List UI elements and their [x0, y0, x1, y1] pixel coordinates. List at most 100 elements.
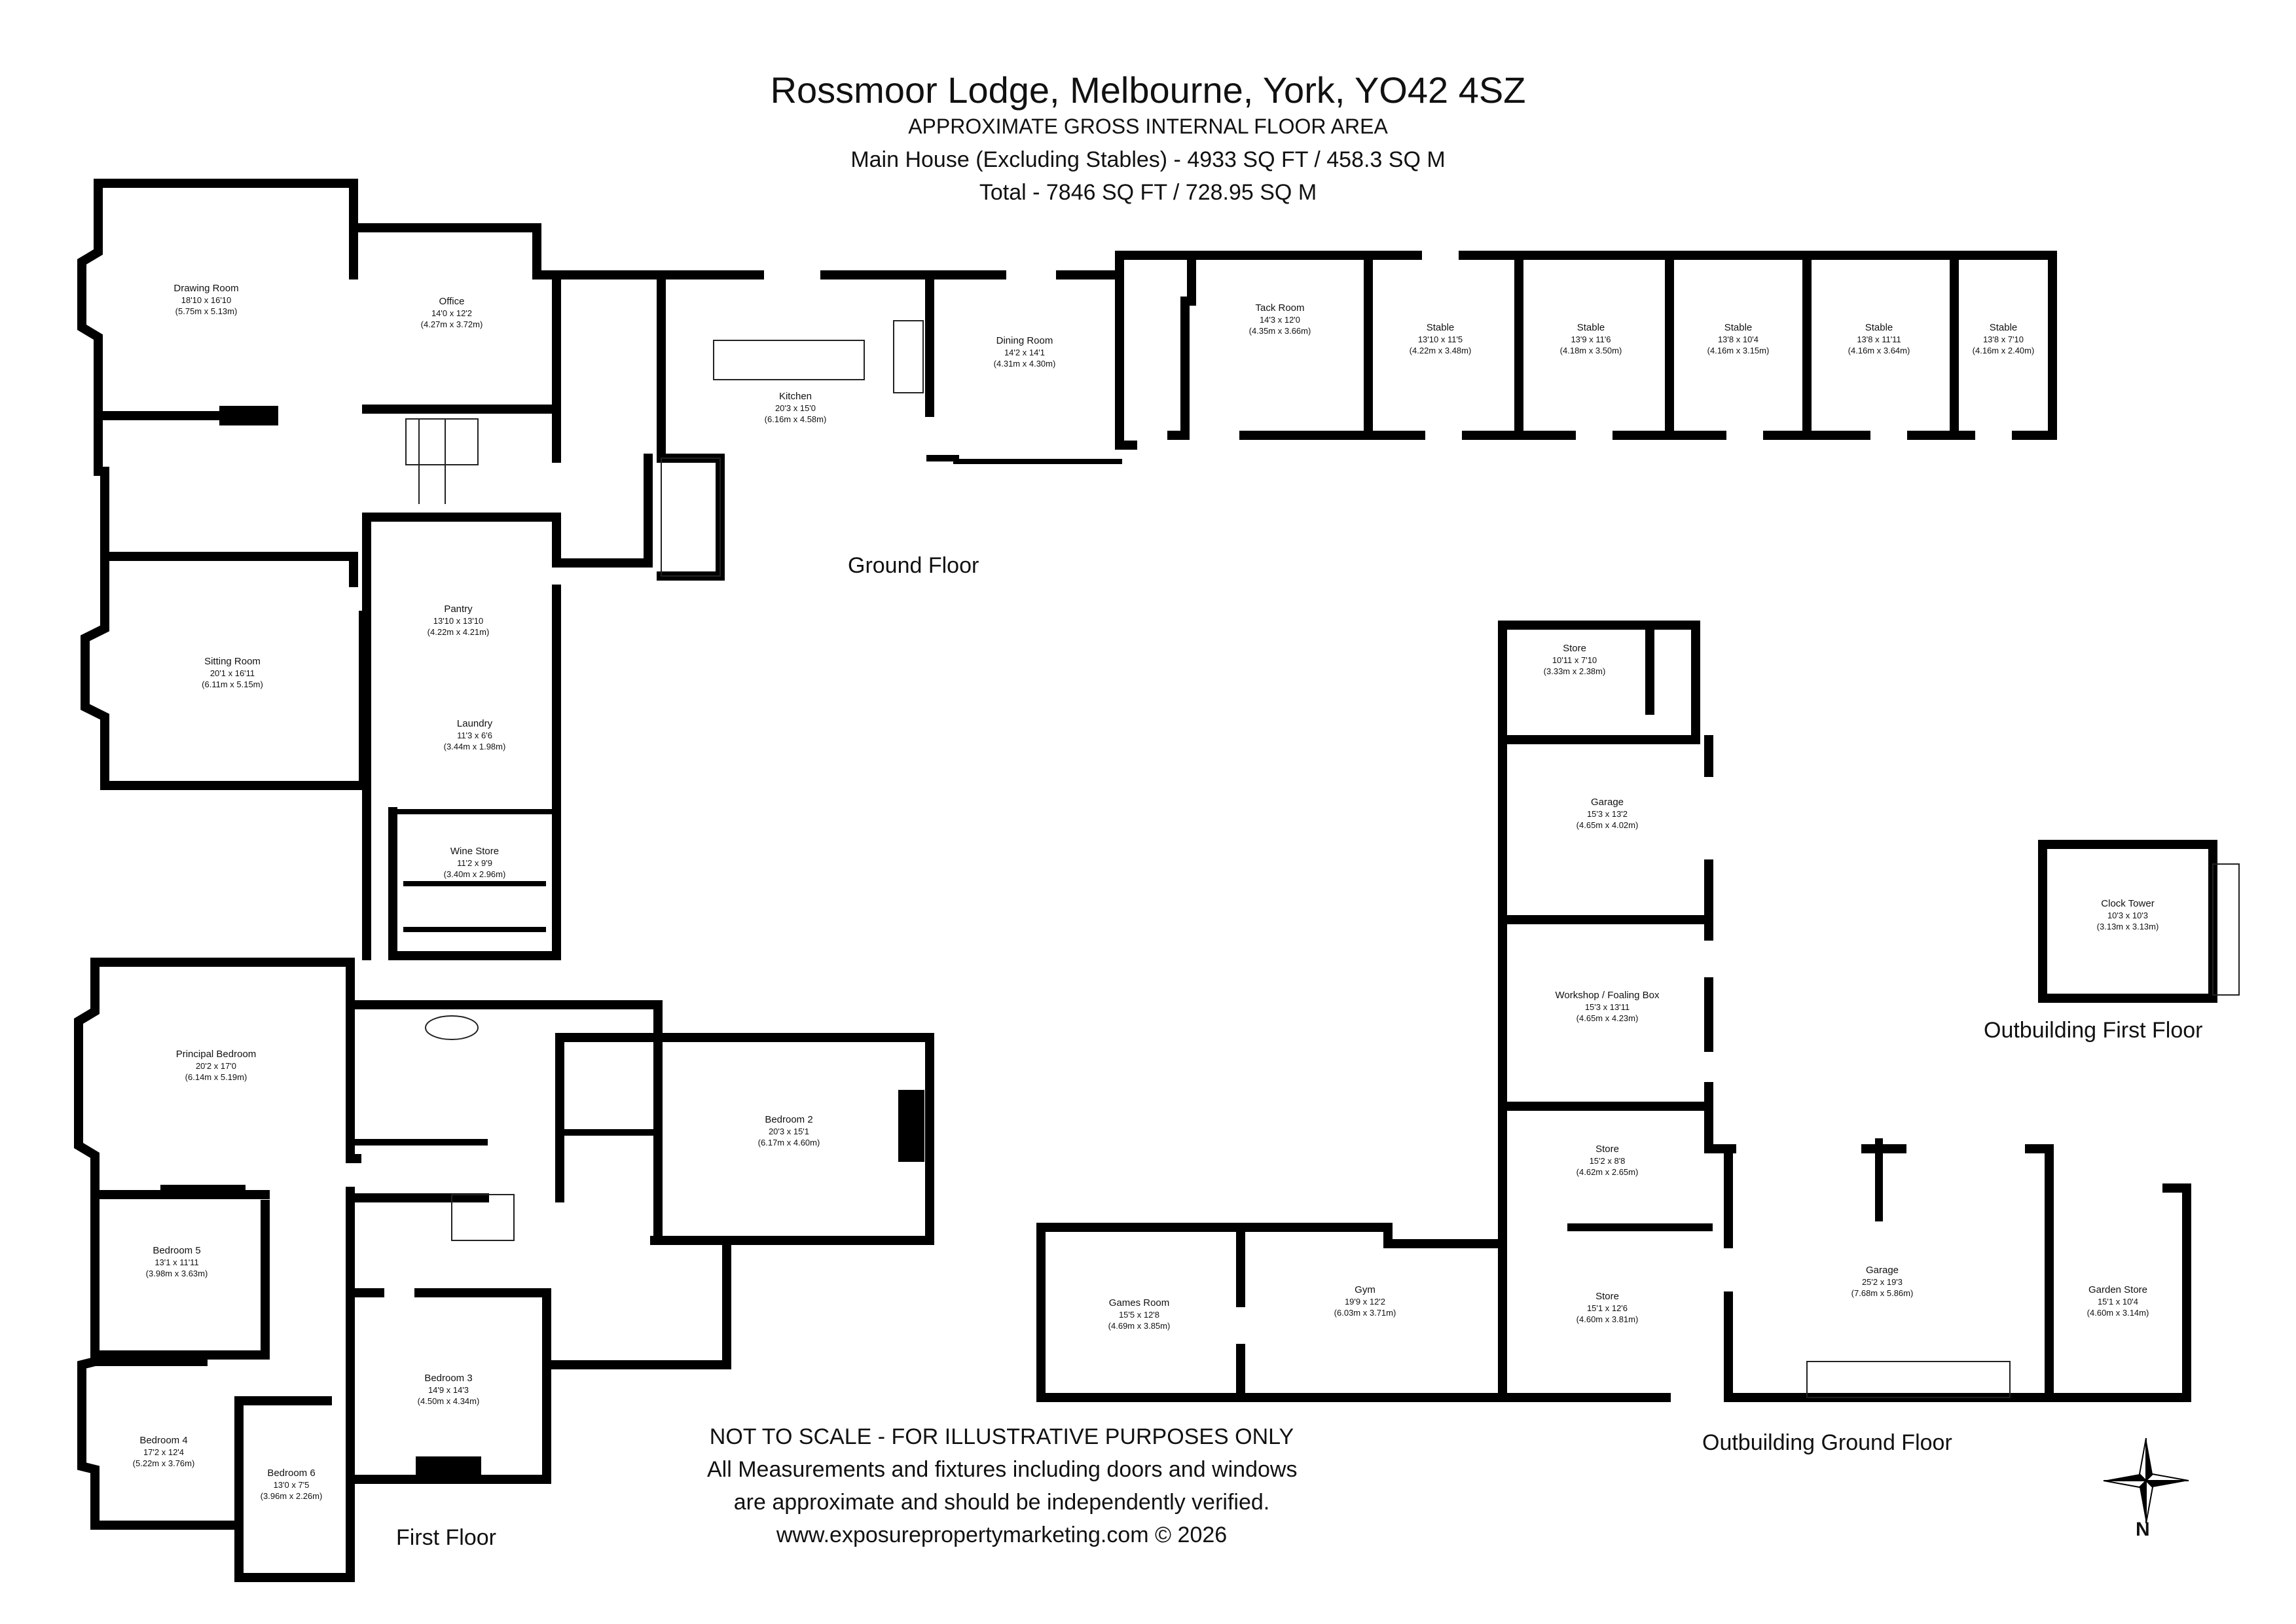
wall: [1704, 1102, 1733, 1153]
room-imperial-stable-1: 13'10 x 11'5: [1418, 334, 1463, 344]
room-imperial-store-3: 15'1 x 12'6: [1587, 1303, 1628, 1313]
room-name-stable-5: Stable: [1990, 322, 2018, 333]
disclaimer-line: All Measurements and fixtures including …: [707, 1457, 1298, 1482]
room-imperial-drawing-room: 18'10 x 16'10: [181, 295, 232, 305]
room-metric-wine-store: (3.40m x 2.96m): [444, 869, 506, 879]
room-imperial-stable-2: 13'9 x 11'6: [1571, 334, 1611, 344]
room-name-store-2: Store: [1595, 1144, 1619, 1155]
website-credit: www.exposurepropertymarketing.com © 2026: [776, 1523, 1228, 1547]
first-floor-label: First Floor: [396, 1525, 496, 1550]
disclaimer-line: NOT TO SCALE - FOR ILLUSTRATIVE PURPOSES…: [709, 1424, 1294, 1449]
chimney: [416, 1456, 481, 1483]
wall: [1498, 621, 1700, 744]
wall: [74, 958, 100, 1193]
room-metric-sitting-room: (6.11m x 5.15m): [202, 679, 263, 689]
room-name-office: Office: [439, 296, 465, 307]
bathtub: [425, 1015, 479, 1040]
room-metric-bedroom-4: (5.22m x 3.76m): [133, 1458, 195, 1468]
room-imperial-clock-tower: 10'3 x 10'3: [2107, 911, 2148, 920]
room-metric-store-2: (4.62m x 2.65m): [1576, 1167, 1639, 1177]
room-metric-pantry: (4.22m x 4.21m): [428, 627, 490, 637]
outbuilding-ground-floor-label: Outbuilding Ground Floor: [1702, 1430, 1952, 1455]
room-metric-clock-tower: (3.13m x 3.13m): [2097, 922, 2159, 931]
first-floor-stairs: [451, 1194, 515, 1241]
room-metric-stable-5: (4.16m x 2.40m): [1973, 346, 2035, 355]
room-name-bedroom-4: Bedroom 4: [139, 1435, 187, 1446]
range-cooker: [893, 320, 924, 393]
room-name-dining-room: Dining Room: [996, 335, 1053, 346]
room-name-store-3: Store: [1595, 1291, 1619, 1302]
room-metric-office: (4.27m x 3.72m): [421, 319, 483, 329]
room-name-stable-2: Stable: [1577, 322, 1605, 333]
wall: [1187, 251, 1373, 440]
room-name-stable-3: Stable: [1724, 322, 1753, 333]
room-metric-stable-1: (4.22m x 3.48m): [1410, 346, 1472, 355]
room-name-workshop: Workshop / Foaling Box: [1556, 990, 1660, 1001]
room-metric-garage-2: (7.68m x 5.86m): [1851, 1288, 1914, 1298]
room-imperial-tack-room: 14'3 x 12'0: [1260, 315, 1300, 325]
wall: [1036, 1223, 1671, 1402]
wall: [820, 270, 934, 417]
room-imperial-bedroom-2: 20'3 x 15'1: [769, 1127, 809, 1136]
wall: [388, 585, 561, 960]
wall: [1724, 1183, 2191, 1402]
wall: [542, 1236, 731, 1369]
ground-floor-label: Ground Floor: [848, 553, 979, 578]
fireplace: [219, 406, 278, 425]
chimney: [898, 1090, 924, 1162]
room-imperial-kitchen: 20'3 x 15'0: [775, 403, 816, 413]
room-imperial-bedroom-5: 13'1 x 11'11: [155, 1257, 198, 1267]
room-metric-drawing-room: (5.75m x 5.13m): [175, 306, 238, 316]
compass-north-label: N: [2136, 1519, 2150, 1540]
wall: [94, 179, 541, 280]
wall: [81, 552, 371, 790]
room-metric-laundry: (3.44m x 1.98m): [444, 742, 506, 751]
wall: [1459, 251, 2057, 440]
outbuilding-walls: [1036, 621, 2240, 1402]
room-imperial-garage-2: 25'2 x 19'3: [1862, 1277, 1903, 1287]
room-metric-workshop: (4.65m x 4.23m): [1576, 1013, 1639, 1023]
wall: [90, 1190, 270, 1360]
room-metric-bedroom-5: (3.98m x 3.63m): [146, 1269, 208, 1278]
ground-floor-walls: [77, 179, 2057, 960]
room-imperial-gym: 19'9 x 12'2: [1345, 1297, 1385, 1307]
main-stairs: [405, 418, 479, 465]
room-imperial-garage-1: 15'3 x 13'2: [1587, 809, 1628, 819]
room-metric-store-3: (4.60m x 3.81m): [1576, 1314, 1639, 1324]
wall: [532, 270, 561, 463]
room-imperial-bedroom-3: 14'9 x 14'3: [428, 1385, 469, 1395]
room-name-stable-4: Stable: [1865, 322, 1893, 333]
room-metric-stable-3: (4.16m x 3.15m): [1707, 346, 1770, 355]
area-total: Total - 7846 SQ FT / 728.95 SQ M: [979, 180, 1317, 205]
room-name-drawing-room: Drawing Room: [173, 283, 238, 294]
room-imperial-stable-3: 13'8 x 10'4: [1718, 334, 1758, 344]
cloakroom: [661, 458, 721, 577]
wall: [362, 513, 561, 568]
kitchen-island: [713, 340, 865, 380]
outbuilding-first-floor-label: Outbuilding First Floor: [1984, 1018, 2203, 1043]
room-name-clock-tower: Clock Tower: [2101, 898, 2154, 909]
room-metric-kitchen: (6.16m x 4.58m): [765, 414, 827, 424]
room-metric-garden-store: (4.60m x 3.14m): [2087, 1308, 2149, 1318]
room-imperial-games-room: 15'5 x 12'8: [1119, 1310, 1159, 1320]
room-name-principal-bedroom: Principal Bedroom: [176, 1049, 257, 1060]
room-name-tack-room: Tack Room: [1255, 302, 1304, 314]
room-imperial-dining-room: 14'2 x 14'1: [1004, 348, 1045, 357]
room-name-stable-1: Stable: [1427, 322, 1455, 333]
room-imperial-pantry: 13'10 x 13'10: [433, 616, 484, 626]
garage-bench: [1806, 1361, 2011, 1398]
wall: [657, 270, 725, 581]
room-metric-bedroom-2: (6.17m x 4.60m): [758, 1138, 820, 1147]
room-metric-store-1: (3.33m x 2.38m): [1544, 666, 1606, 676]
room-metric-games-room: (4.69m x 3.85m): [1108, 1321, 1171, 1331]
room-name-kitchen: Kitchen: [779, 391, 812, 402]
disclaimer-line: are approximate and should be independen…: [733, 1490, 1270, 1515]
room-imperial-workshop: 15'3 x 13'11: [1585, 1002, 1630, 1012]
room-name-bedroom-5: Bedroom 5: [153, 1245, 200, 1256]
room-metric-dining-room: (4.31m x 4.30m): [994, 359, 1056, 369]
room-name-laundry: Laundry: [457, 718, 493, 729]
room-name-garage-2: Garage: [1866, 1265, 1899, 1276]
wall: [100, 513, 358, 587]
room-name-games-room: Games Room: [1109, 1297, 1170, 1308]
